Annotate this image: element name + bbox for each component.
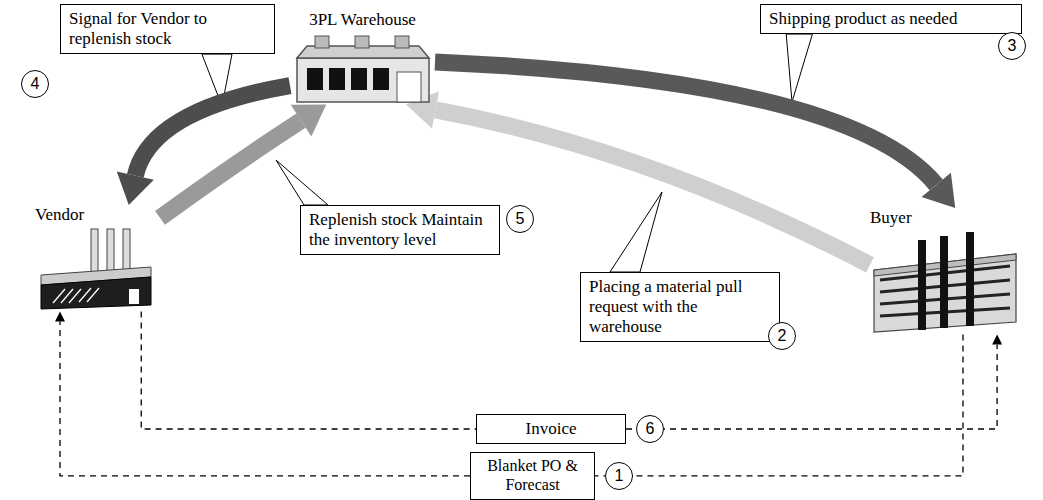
dashed-document-flow	[141, 311, 476, 429]
flow-arrow-body	[135, 86, 290, 176]
factory-illustration	[35, 227, 155, 311]
vendor-node: Vendor	[35, 205, 160, 311]
arrow-head	[992, 334, 1002, 344]
callout-number: 6	[636, 415, 664, 443]
callout-text: Blanket PO & Forecast	[479, 457, 586, 495]
flow-label-box: Blanket PO & Forecast	[470, 452, 595, 500]
arrow-head	[117, 172, 154, 205]
callout-pointer	[610, 192, 662, 272]
entity-name: Vendor	[35, 205, 160, 225]
callout-text: Invoice	[485, 419, 617, 439]
callout-number: 5	[506, 205, 534, 233]
callout-box: Signal for Vendor to replenish stock	[60, 4, 275, 54]
callout-box: Placing a material pull request with the…	[580, 272, 780, 342]
dashed-line	[60, 321, 470, 475]
callout-pointer	[786, 34, 812, 102]
callout-pointer	[276, 160, 328, 205]
callout-number: 3	[998, 32, 1026, 60]
arrow-head	[922, 173, 956, 208]
dashed-line	[595, 334, 963, 475]
dashed-document-flow	[595, 334, 963, 475]
callout-number: 2	[768, 322, 796, 350]
callout-number: 4	[21, 70, 49, 98]
entity-name: 3PL Warehouse	[290, 10, 435, 30]
arrow-head	[55, 311, 65, 321]
dashed-line	[626, 344, 997, 429]
dashed-document-flow	[626, 334, 1002, 429]
dashed-document-flow	[55, 311, 470, 475]
flow-arrow-body	[160, 121, 301, 218]
flow-label-box: Invoice	[476, 414, 626, 444]
flow-arrow-body	[435, 110, 870, 265]
arrow-head	[291, 104, 327, 136]
entity-name: Buyer	[870, 208, 1025, 228]
callout-box: Shipping product as needed	[760, 4, 1022, 34]
callout-box: Replenish stock Maintain the inventory l…	[300, 205, 500, 255]
warehouse-illustration	[293, 32, 433, 104]
buyer-node: Buyer	[870, 208, 1025, 334]
callout-text: Signal for Vendor to replenish stock	[69, 9, 266, 49]
callout-text: Placing a material pull request with the…	[589, 277, 771, 337]
callout-text: Replenish stock Maintain the inventory l…	[309, 210, 491, 250]
flow-arrow	[160, 104, 326, 217]
dashed-line	[141, 311, 476, 429]
callout-number: 1	[605, 462, 633, 490]
warehouse-node: 3PL Warehouse	[290, 10, 435, 104]
buyer-building-illustration	[870, 230, 1020, 334]
callout-text: Shipping product as needed	[769, 9, 1013, 29]
